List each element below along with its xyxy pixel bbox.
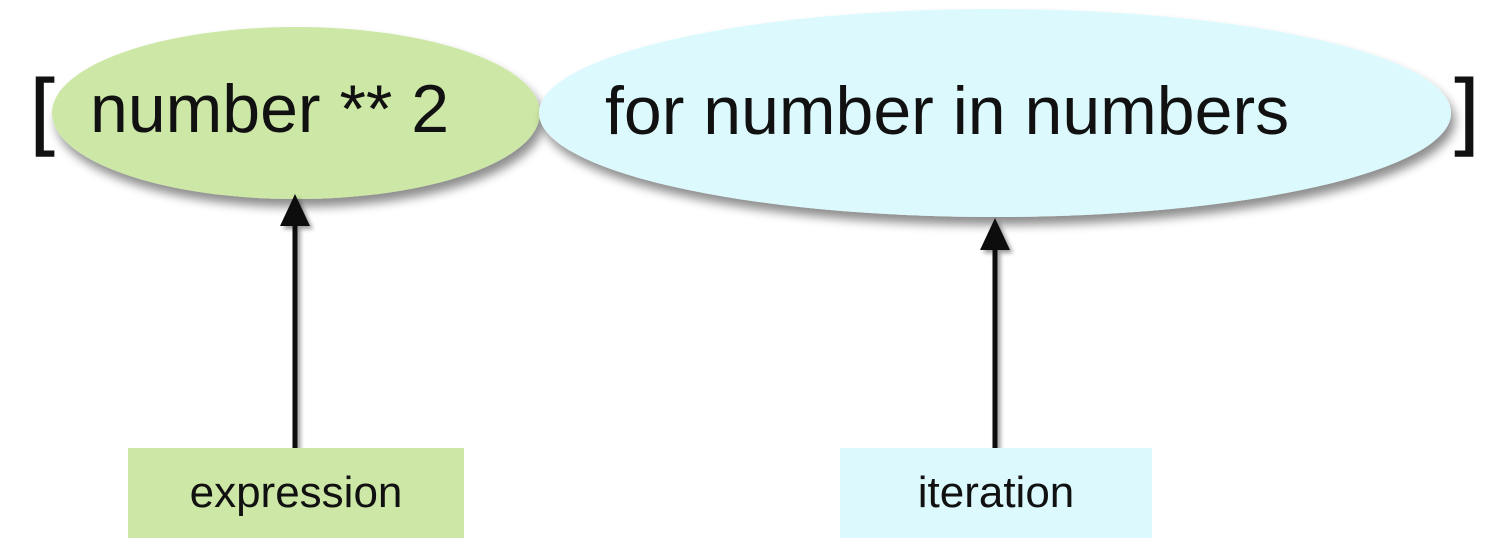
- iteration-label-box: iteration: [840, 448, 1152, 538]
- expression-arrow: [280, 194, 310, 448]
- expression-oval: [52, 27, 540, 199]
- iteration-oval: [539, 9, 1451, 217]
- iteration-label: iteration: [917, 468, 1075, 517]
- open-bracket: [: [28, 62, 64, 167]
- expression-oval-text: number ** 2: [90, 71, 450, 147]
- iteration-arrow: [980, 218, 1010, 448]
- iteration-oval-text: for number in numbers: [605, 73, 1290, 149]
- expression-label: expression: [189, 468, 403, 517]
- close-bracket: ]: [1446, 62, 1482, 167]
- expression-label-box: expression: [128, 448, 464, 538]
